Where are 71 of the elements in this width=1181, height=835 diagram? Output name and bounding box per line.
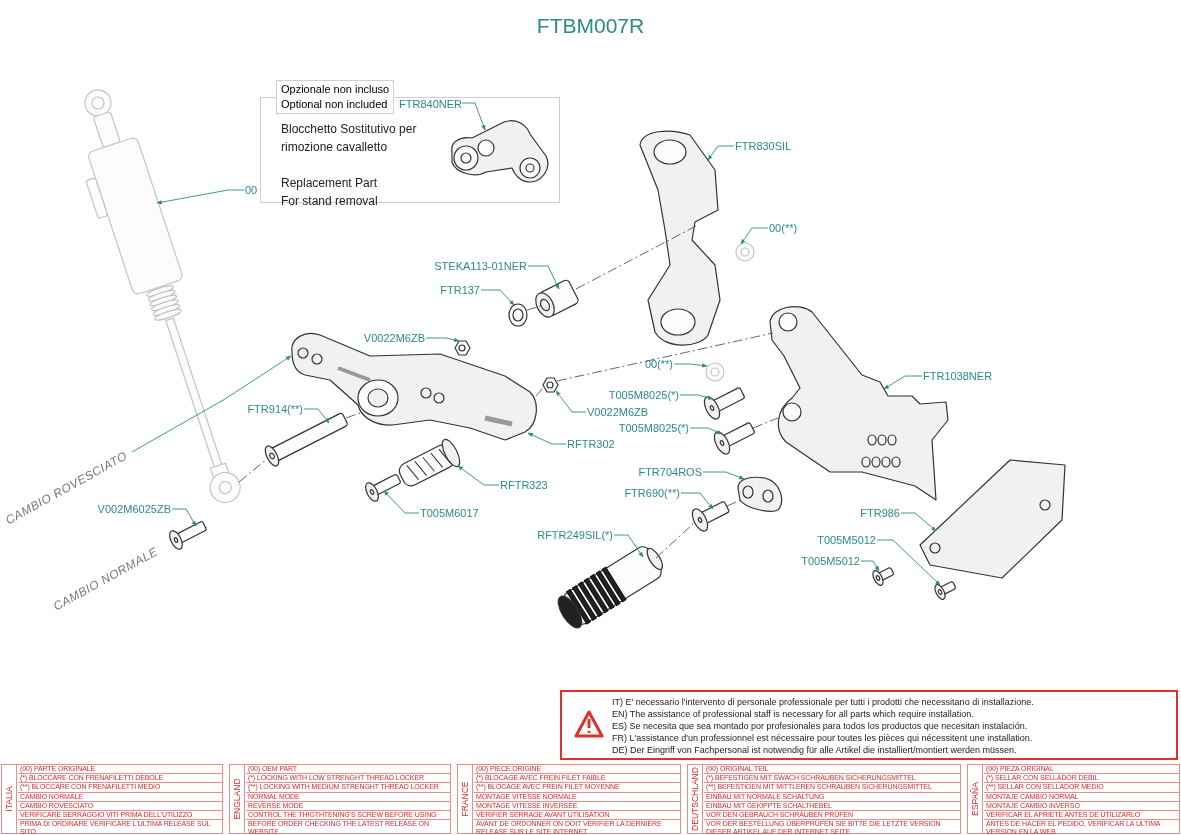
part-number: V002M6025ZB xyxy=(97,502,171,516)
part-number: T005M8025(*) xyxy=(608,388,679,402)
bolt-drawing xyxy=(713,421,756,455)
note-table xyxy=(687,764,961,834)
warning-text: FR) L'assistance d'un professionnel est nécessaire pour toutes les pièces qui nécessitent une installation. xyxy=(612,732,1033,744)
bracket-drawing xyxy=(639,130,721,346)
description-text: Replacement Part For stand removal xyxy=(281,175,379,210)
bolt-drawing xyxy=(872,566,895,586)
warning-text: IT) E' necessario l'intervento di personale professionale per tutti i prodotti che necessitano di installazione. xyxy=(612,696,1034,708)
nut-drawing xyxy=(454,340,471,356)
description-text: Blocchetto Sostitutivo per rimozione cavalletto xyxy=(281,121,418,156)
warning-panel xyxy=(560,690,1178,760)
center-line xyxy=(345,412,361,419)
center-line xyxy=(575,225,697,290)
part-number: FTR1038NER xyxy=(923,369,993,383)
part-number: FTR830SIL xyxy=(735,139,792,153)
part-number: FTR690(**) xyxy=(624,486,680,500)
bolt-drawing xyxy=(703,386,746,420)
bolt-drawing xyxy=(169,520,208,550)
part-number: 00(**) xyxy=(769,221,798,235)
language-heading: DEUTSCHLAND xyxy=(690,767,700,831)
heel-plate-drawing xyxy=(919,459,1066,579)
center-line xyxy=(726,499,742,507)
language-heading: ESPAÑA xyxy=(970,782,980,816)
part-number: FTR914(**) xyxy=(247,402,303,416)
part-number: FTR704ROS xyxy=(638,465,702,479)
language-heading: ITALIA xyxy=(4,786,14,812)
language-heading: FRANCE xyxy=(460,781,470,817)
note-text: Optional non included xyxy=(281,97,389,112)
language-heading: ENGLAND xyxy=(232,778,242,820)
center-line xyxy=(655,522,695,559)
note-box xyxy=(276,80,395,114)
warning-text: DE) Der Eingriff von Fachpersonal ist notwendig für alle Artikel die installiert/montiert werden müssen. xyxy=(612,744,1017,756)
center-line xyxy=(535,387,544,397)
washer-drawing xyxy=(508,303,528,327)
warning-text: ES) Se necesita que sea montado por profesionales para todos los productos que necesitan instalación. xyxy=(612,720,1028,732)
center-line xyxy=(556,332,774,382)
bolt-drawing xyxy=(691,500,731,532)
spacer-block-drawing xyxy=(451,120,549,183)
part-number: RFTR249SIL(*) xyxy=(537,528,613,542)
part-number: V0022M6ZB xyxy=(363,331,425,345)
drawing-title: FTBM007R xyxy=(535,14,646,38)
part-number: T005M6017 xyxy=(420,506,479,520)
part-number: V0022M6ZB xyxy=(587,405,649,419)
note-table xyxy=(457,764,681,834)
bolt-drawing xyxy=(705,362,725,382)
bolt-drawing xyxy=(934,580,957,600)
part-number: 00 xyxy=(245,183,258,197)
optional-part-panel xyxy=(260,97,560,203)
center-line xyxy=(238,458,268,483)
note-table xyxy=(967,764,1180,834)
nut-drawing xyxy=(542,377,559,393)
part-number: FTR137 xyxy=(440,283,480,297)
part-number: T005M5012 xyxy=(817,533,876,547)
note-table xyxy=(1,764,223,834)
part-number: T005M5012 xyxy=(801,554,860,568)
eccentric-plate-drawing xyxy=(737,476,783,512)
center-line xyxy=(752,417,779,429)
part-number: FTR986 xyxy=(860,506,900,520)
part-number: STEKA113-01NER xyxy=(434,259,527,273)
part-number: RFTR302 xyxy=(567,437,615,451)
part-number: 00(**) xyxy=(644,357,673,371)
note-table xyxy=(229,764,451,834)
warning-text: EN) The assistance of professional staff is necessary for all parts which require installation. xyxy=(612,708,974,720)
center-line xyxy=(526,305,542,311)
bolt-drawing xyxy=(365,473,402,502)
note-text: Opzionale non incluso xyxy=(281,82,390,97)
part-number: FTR840NER xyxy=(399,97,462,111)
part-number: T005M8025(*) xyxy=(618,421,689,435)
bolt-drawing xyxy=(735,242,755,262)
part-number: RFTR323 xyxy=(500,478,548,492)
